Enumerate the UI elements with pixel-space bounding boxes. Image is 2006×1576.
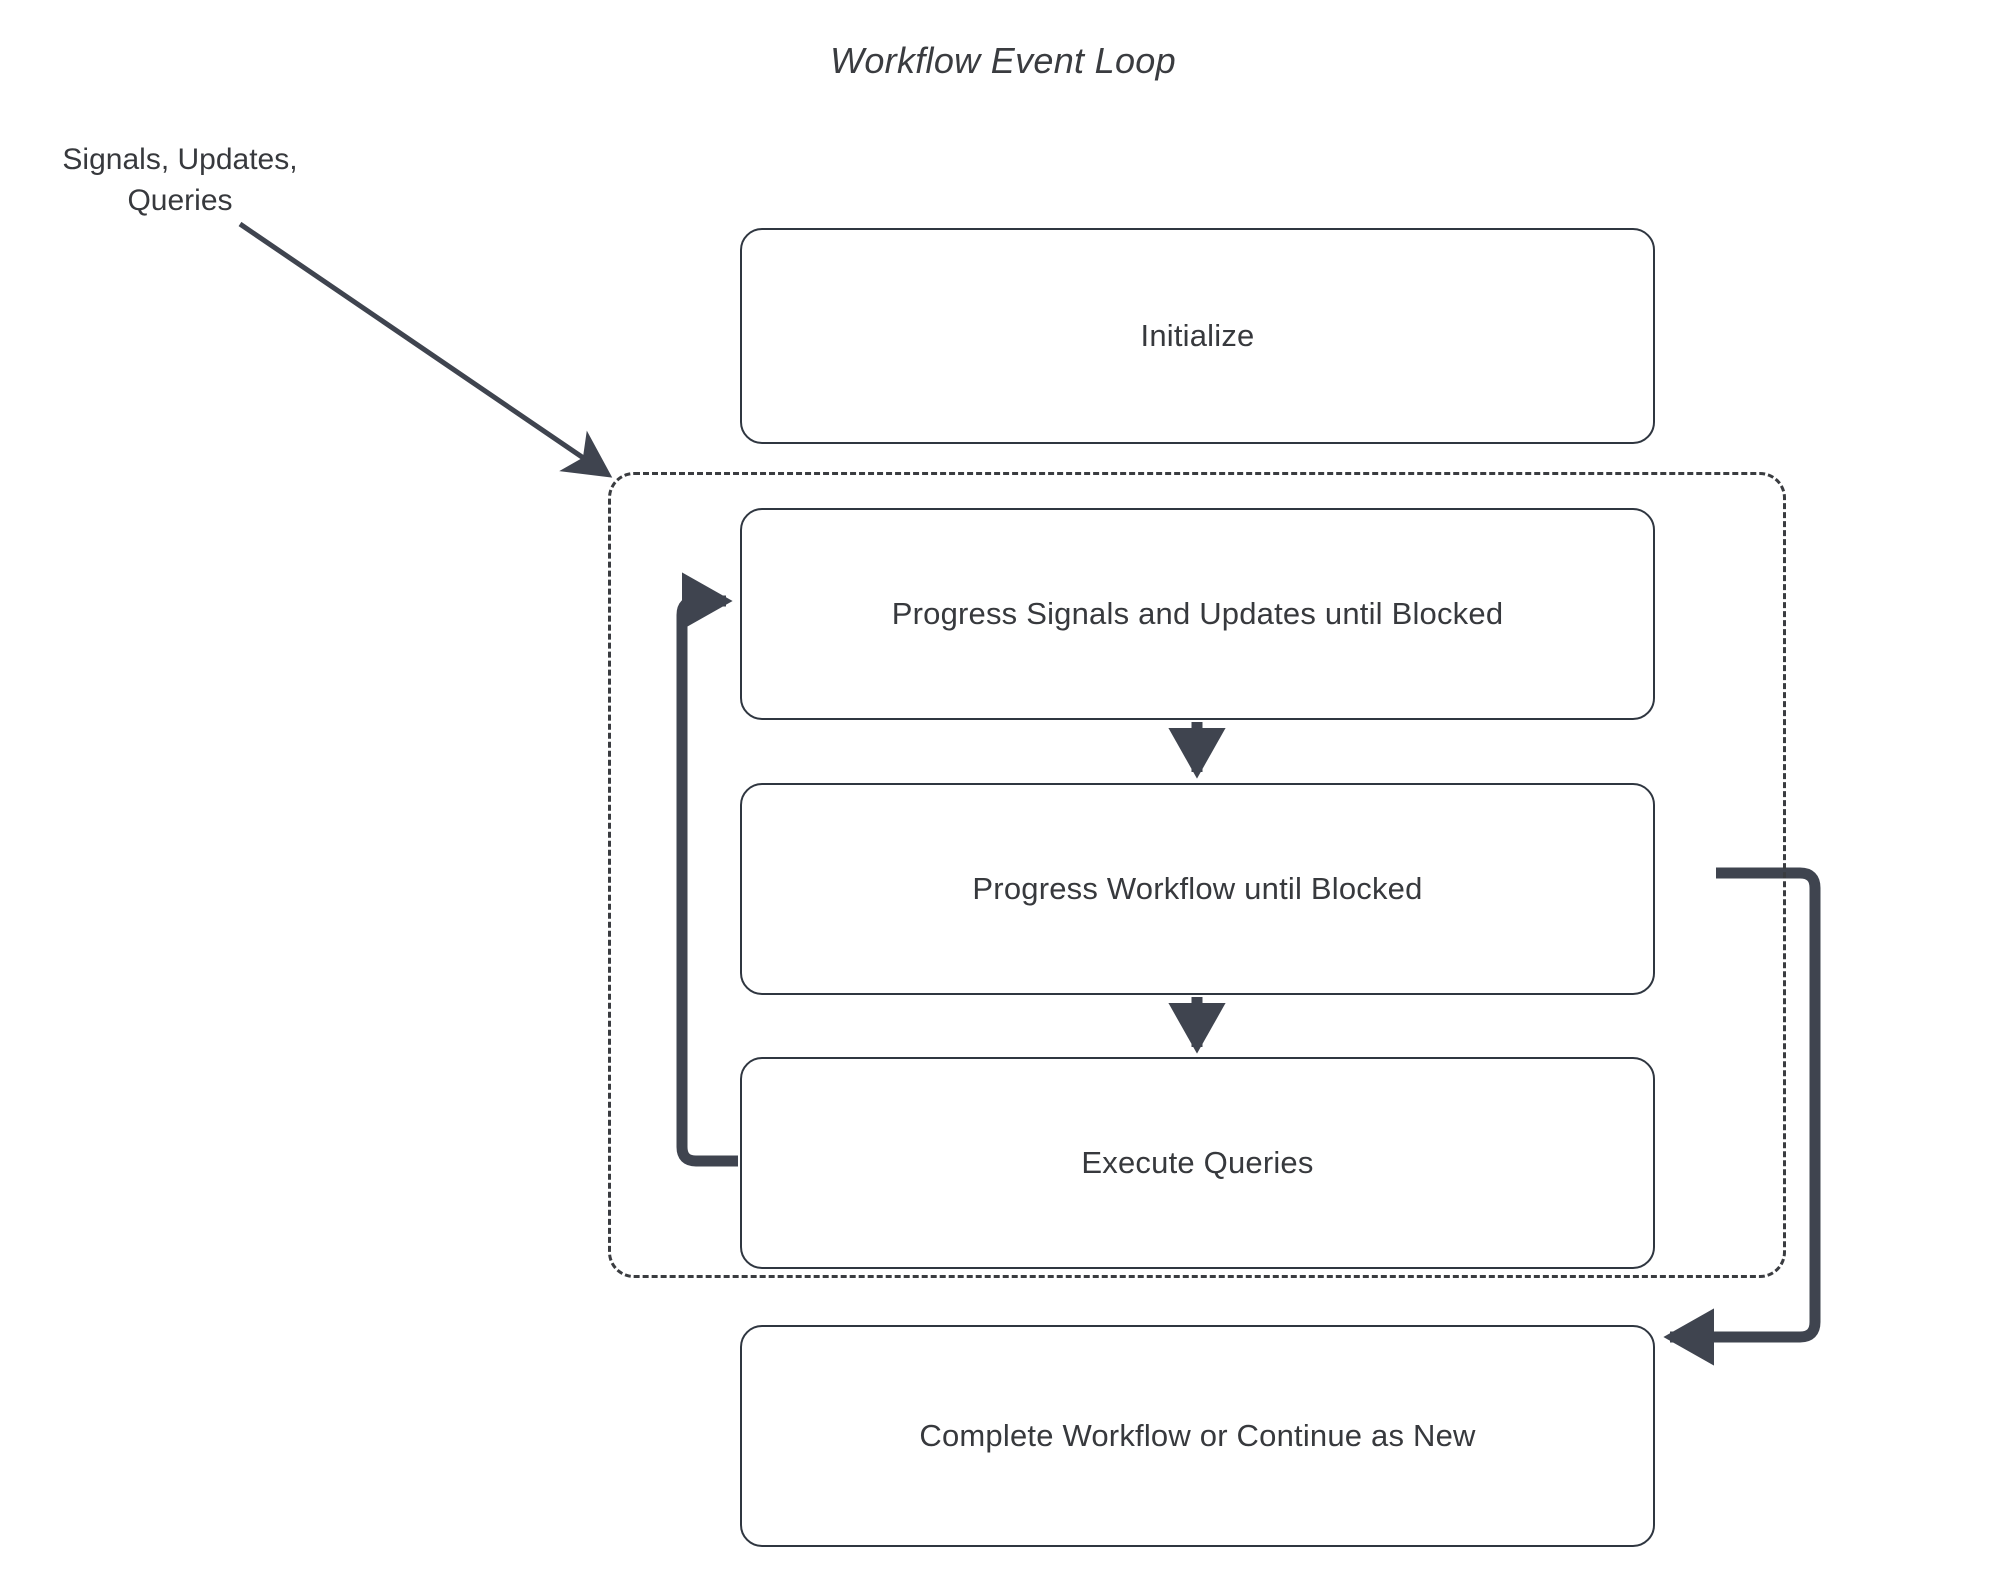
edge-external-input <box>238 221 613 478</box>
event-loop-region <box>608 472 1786 1278</box>
node-execute-queries[interactable]: Execute Queries <box>740 1057 1655 1269</box>
page-title: Workflow Event Loop <box>830 40 1176 81</box>
node-initialize[interactable]: Initialize <box>740 228 1655 444</box>
node-progress-signals-label: Progress Signals and Updates until Block… <box>891 596 1504 632</box>
node-progress-workflow[interactable]: Progress Workflow until Blocked <box>740 783 1655 995</box>
node-complete-workflow[interactable]: Complete Workflow or Continue as New <box>740 1325 1655 1547</box>
node-progress-workflow-label: Progress Workflow until Blocked <box>972 871 1423 907</box>
external-input-label-line1: Signals, Updates, <box>62 143 298 176</box>
node-complete-workflow-label: Complete Workflow or Continue as New <box>919 1418 1476 1454</box>
node-progress-signals[interactable]: Progress Signals and Updates until Block… <box>740 508 1655 720</box>
external-input-label: Signals, Updates, Queries <box>20 140 340 221</box>
external-input-label-line2: Queries <box>127 183 233 217</box>
node-initialize-label: Initialize <box>1140 318 1255 354</box>
edge-region-to-complete <box>1663 867 1821 1366</box>
node-execute-queries-label: Execute Queries <box>1081 1145 1314 1181</box>
edge-queries-loopback <box>676 572 738 1167</box>
